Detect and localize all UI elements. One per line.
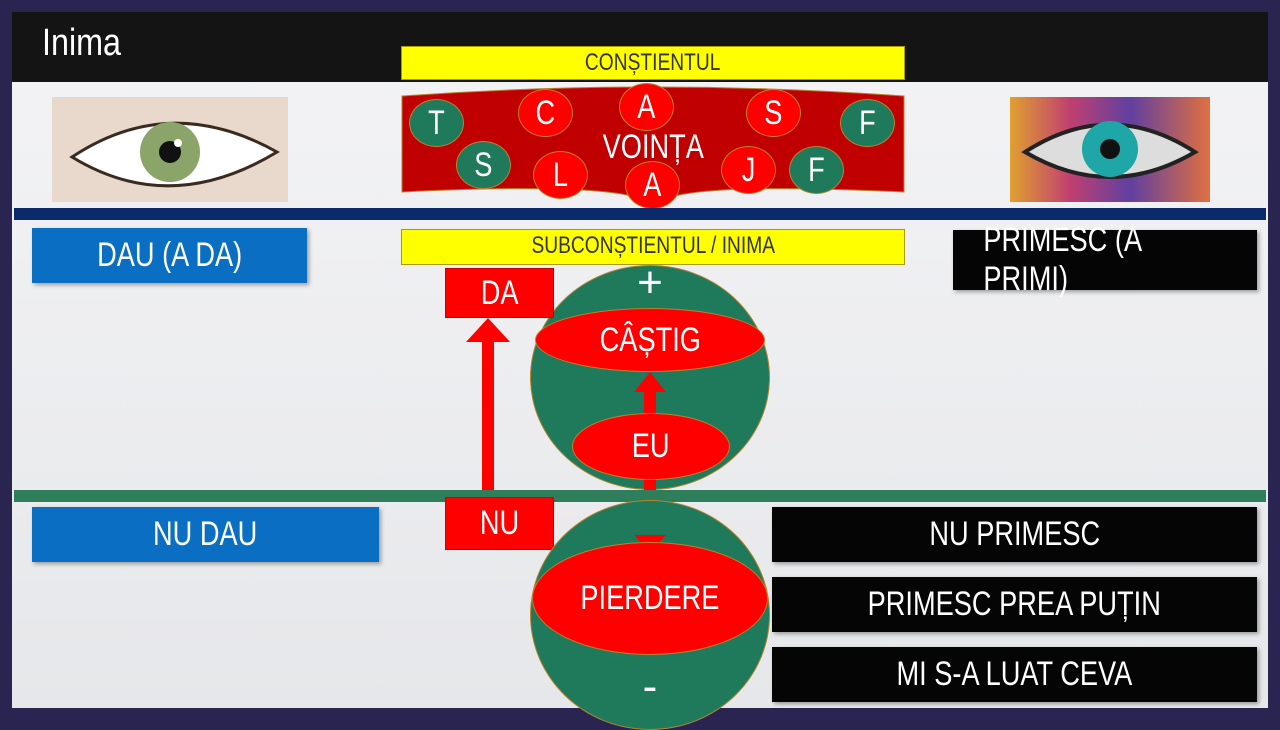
green-eye-image [52,97,288,202]
letter-circle: F [840,99,895,147]
conscious-divider [14,208,1266,220]
self-ellipse: EU [572,413,730,480]
subconstient-label: SUBCONȘTIENTUL / INIMA [401,229,905,265]
letter-circle: C [518,89,573,137]
up-arrow-icon [634,372,666,413]
letter-circle: J [721,146,776,194]
receive-item: NU PRIMESC [772,507,1257,562]
up-arrow-icon [466,318,510,500]
letter-circle: S [746,89,801,137]
nu-box: NU [445,497,554,550]
letter-circle: S [456,141,511,189]
letter-circle: L [533,151,588,199]
colorful-eye-image [1010,97,1210,202]
subconscious-divider [14,490,1266,502]
constient-label: CONȘTIENTUL [401,46,905,80]
letter-circle: F [789,146,844,194]
plus-sign: + [637,258,663,307]
receive-item: PRIMESC PREA PUȚIN [772,577,1257,632]
minus-sign: - [642,662,658,711]
letter-circle: T [409,99,464,147]
loss-ellipse: PIERDERE [532,542,768,655]
da-box: DA [445,268,554,318]
receive-label: PRIMESC (A PRIMI) [953,221,1257,298]
letter-circle: A [625,161,680,209]
not-give-label: NU DAU [32,507,379,562]
vointa-label: VOINȚA [602,128,704,166]
gain-ellipse: CÂȘTIG [535,308,765,372]
letter-circle: A [619,83,674,131]
give-label: DAU (A DA) [32,228,307,283]
slide-title: Inima [42,22,121,64]
receive-item: MI S-A LUAT CEVA [772,647,1257,702]
